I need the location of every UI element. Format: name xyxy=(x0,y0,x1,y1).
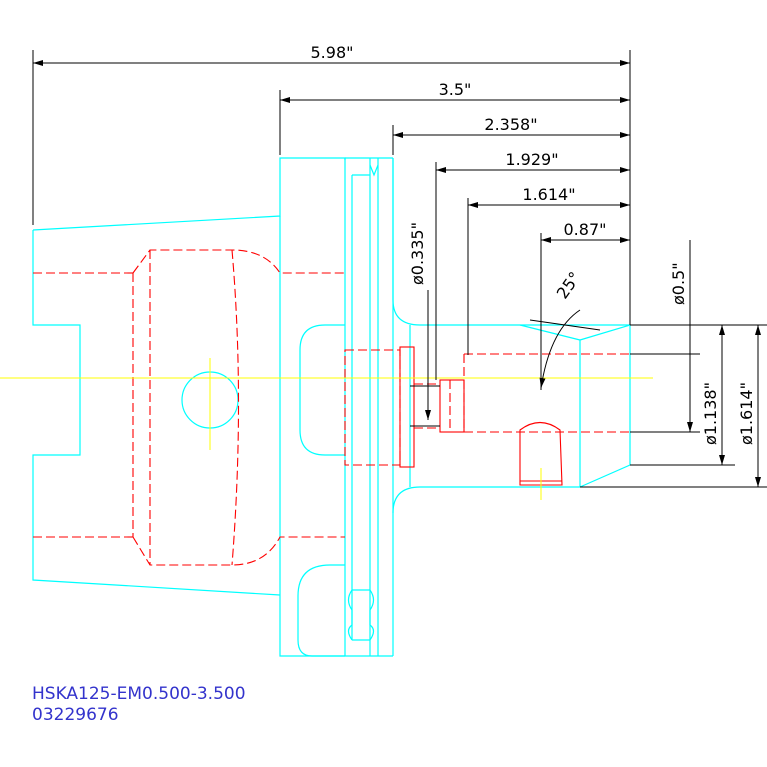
dim-dia-05: ø0.5" xyxy=(669,262,688,305)
serial-number: 03229676 xyxy=(32,705,119,725)
part-number: HSKA125-EM0.500-3.500 xyxy=(32,684,246,704)
dim-dia-1614: ø1.614" xyxy=(737,382,756,445)
hidden-lines xyxy=(33,249,630,566)
dim-dia-0335: ø0.335" xyxy=(408,222,427,285)
tool-holder-outline xyxy=(32,157,631,657)
dim-2358: 2.358" xyxy=(484,115,537,134)
dim-dia-1138: ø1.138" xyxy=(701,382,720,445)
dim-1929: 1.929" xyxy=(505,150,558,169)
dim-087: 0.87" xyxy=(564,220,607,239)
dimension-lines xyxy=(32,50,767,488)
dim-1614: 1.614" xyxy=(522,185,575,204)
title-block: HSKA125-EM0.500-3.500 03229676 xyxy=(32,684,246,726)
dim-angle: 25° xyxy=(553,268,585,302)
dim-overall-length: 5.98" xyxy=(311,43,354,62)
dim-gauge-length: 3.5" xyxy=(439,80,472,99)
centerlines xyxy=(0,358,653,500)
